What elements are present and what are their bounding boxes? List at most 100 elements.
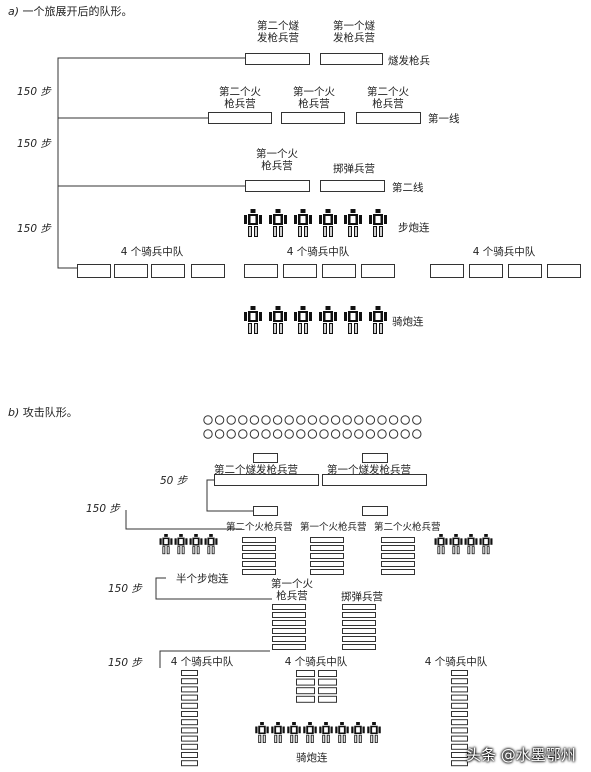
battalion-label-musketeer-1-reserve: 第一个火 枪兵营 (271, 578, 313, 602)
skirmisher-icon (342, 429, 352, 439)
skirmisher-icon (388, 429, 399, 439)
battalion-block (356, 112, 421, 124)
skirmisher-icon (412, 429, 422, 439)
connector-line (206, 479, 253, 512)
foot-artillery-icon (269, 209, 287, 237)
skirmisher-icon (226, 429, 236, 439)
cavalry-squadron-block (181, 686, 198, 693)
cavalry-squadron-block (181, 670, 198, 676)
cavalry-label: 4 个骑兵中队 (284, 656, 348, 668)
skirmisher-icon (214, 415, 225, 425)
skirmisher-icon (365, 415, 376, 425)
horse-artillery-icon (344, 306, 362, 334)
line-label-foot-artillery: 步炮连 (398, 222, 430, 234)
skirmisher-icon (319, 415, 329, 425)
cavalry-squadron-block (181, 678, 198, 685)
distance-bracket-line (155, 577, 272, 600)
cavalry-squadron-block (508, 264, 542, 278)
battalion-label-musketeer-1: 第一个火 枪兵营 (293, 86, 335, 110)
line-label-fusiliers: 燧发枪兵 (388, 55, 430, 67)
horse-artillery-icon (367, 722, 381, 743)
cavalry-squadron-block (191, 264, 225, 278)
cavalry-squadron-block (451, 752, 468, 758)
battalion-label-fusilier-1: 第一个燧 发枪兵营 (333, 20, 375, 44)
horse-artillery-icon (351, 722, 365, 743)
battalion-label-musketeer-2b: 第二个火 枪兵营 (367, 86, 409, 110)
section-b-heading: b) 攻击队形。 (8, 406, 78, 419)
skirmisher-icon (307, 429, 318, 439)
cavalry-squadron-block (451, 678, 468, 685)
company-block (342, 612, 376, 618)
cavalry-squadron-block (318, 687, 337, 695)
cavalry-squadron-block (451, 686, 468, 693)
battalion-label-fusilier-2: 第二个燧 发枪兵营 (257, 20, 299, 44)
skirmisher-icon (296, 415, 306, 425)
half-battery-icon (189, 534, 203, 555)
cavalry-squadron-block (296, 695, 315, 703)
skirmisher-icon (284, 429, 294, 439)
battalion-label-musketeer-2: 第二个火 枪兵营 (219, 86, 261, 110)
half-battery-icon (204, 534, 218, 555)
skirmisher-icon (249, 429, 260, 439)
skirmisher-icon (214, 429, 225, 439)
battalion-label-grenadier: 掷弹兵营 (341, 591, 383, 603)
company-block (272, 628, 306, 634)
skirmisher-icon (226, 415, 236, 425)
distance-label: 150 步 (17, 86, 51, 98)
cavalry-label: 4 个骑兵中队 (472, 246, 536, 258)
skirmisher-icon (377, 415, 387, 425)
cavalry-squadron-block (181, 711, 198, 717)
skirmisher-icon (238, 429, 248, 439)
cavalry-squadron-block (114, 264, 148, 278)
horse-artillery-icon (319, 722, 333, 743)
company-block (272, 620, 306, 626)
cavalry-squadron-block (151, 264, 185, 278)
horse-artillery-icon (319, 306, 337, 334)
battalion-block (253, 453, 278, 463)
horse-artillery-icon (335, 722, 349, 743)
skirmisher-icon (412, 415, 422, 425)
section-a-heading: a) 一个旅展开后的队形。 (8, 5, 133, 18)
foot-artillery-icon (369, 209, 387, 237)
cavalry-squadron-block (451, 694, 468, 701)
foot-artillery-icon (319, 209, 337, 237)
company-block (272, 612, 306, 618)
battalion-block (245, 53, 310, 65)
company-block (242, 553, 276, 559)
cavalry-squadron-block (322, 264, 356, 278)
half-battery-icon (159, 534, 173, 555)
horse-artillery-icon (303, 722, 317, 743)
company-block (342, 636, 376, 642)
skirmisher-icon (238, 415, 248, 425)
company-block (342, 628, 376, 634)
cavalry-label: 4 个骑兵中队 (424, 656, 488, 668)
cavalry-squadron-block (181, 752, 198, 758)
cavalry-squadron-block (451, 735, 468, 742)
cavalry-label: 4 个骑兵中队 (286, 246, 350, 258)
foot-artillery-icon (294, 209, 312, 237)
skirmisher-icon (354, 429, 364, 439)
company-block (272, 636, 306, 642)
cavalry-squadron-block (181, 694, 198, 701)
cavalry-squadron-block (547, 264, 581, 278)
left-bracket-line (57, 57, 245, 269)
battalion-block (281, 112, 345, 124)
company-block (381, 537, 415, 543)
distance-label: 150 步 (17, 138, 51, 150)
skirmisher-icon (365, 429, 376, 439)
company-block (342, 644, 376, 650)
cavalry-squadron-block (318, 670, 337, 677)
company-block (310, 561, 344, 567)
half-battery-icon (434, 534, 448, 555)
company-block (381, 561, 415, 567)
line-label-second-line: 第二线 (392, 182, 424, 194)
battalion-block (253, 506, 278, 516)
skirmisher-icon (272, 429, 283, 439)
cavalry-squadron-block (77, 264, 111, 278)
skirmisher-icon (342, 415, 352, 425)
distance-bracket-line (159, 650, 270, 668)
cavalry-squadron-block (451, 711, 468, 717)
line-label-first-line: 第一线 (428, 113, 460, 125)
skirmisher-icon (284, 415, 294, 425)
cavalry-squadron-block (451, 760, 468, 767)
